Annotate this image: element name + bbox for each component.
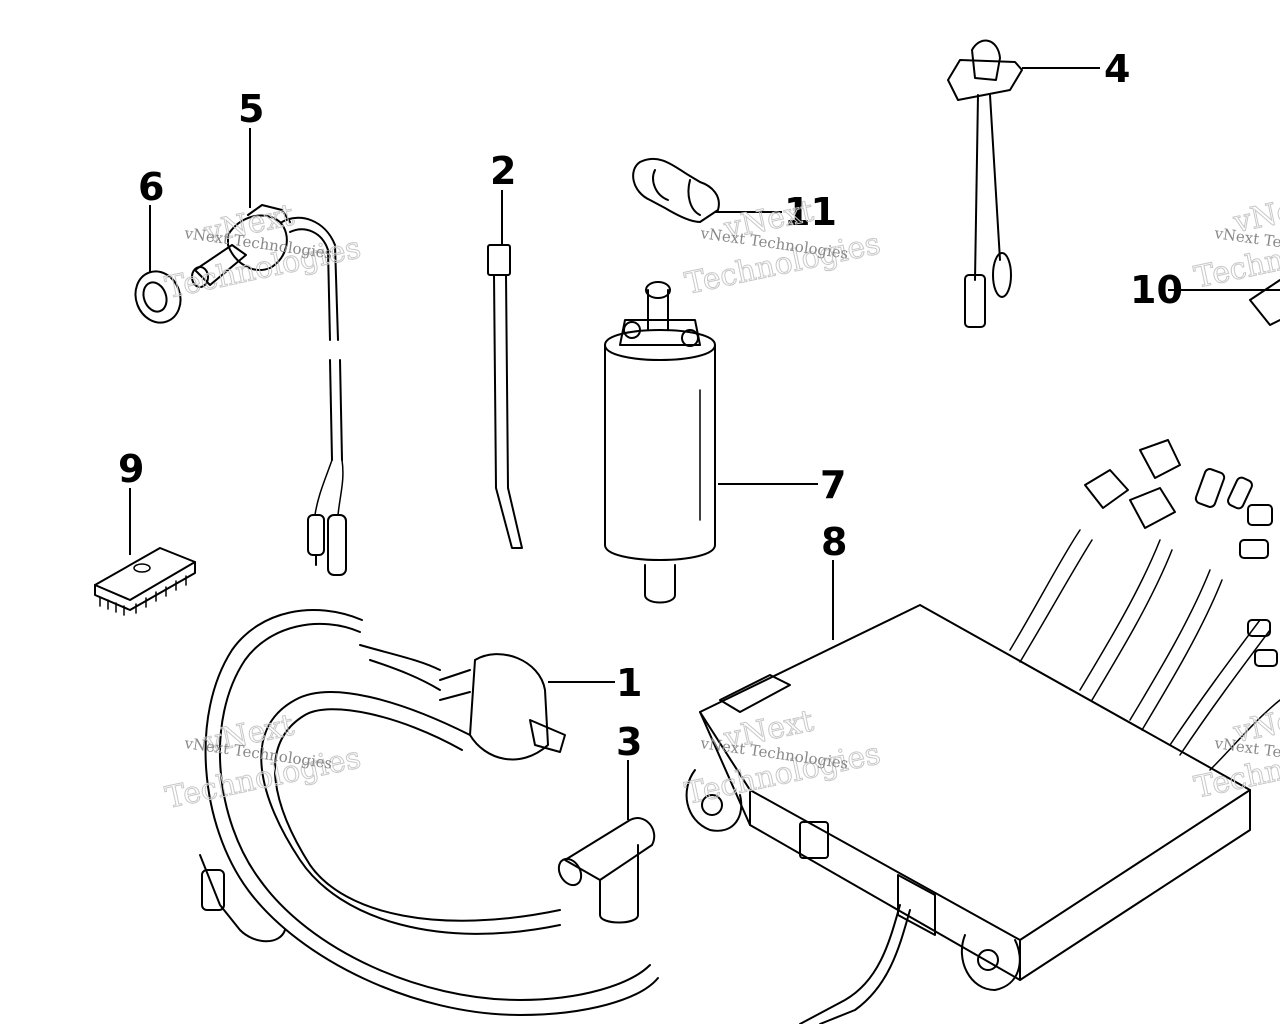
callout-labels: 5 6 2 11 4 10 9 7 8 1 3 [118, 47, 1183, 764]
part-10-partial [1249, 279, 1280, 326]
part-8-control-unit [685, 439, 1280, 1024]
part-6-washer [134, 270, 182, 324]
part-5-sensor [191, 204, 347, 576]
part-1-ignition-coil [199, 609, 659, 1016]
callout-10: 10 [1130, 268, 1183, 312]
callout-4: 4 [1104, 47, 1130, 91]
callout-8: 8 [821, 520, 847, 564]
callout-11: 11 [784, 190, 837, 234]
callout-9: 9 [118, 447, 144, 491]
part-2-cable-tie [487, 244, 523, 549]
part-3-plug-cap [557, 817, 656, 924]
part-7-fuel-pump [604, 281, 716, 604]
callout-2: 2 [490, 149, 516, 193]
leader-lines [129, 67, 1280, 820]
callout-3: 3 [616, 720, 642, 764]
callout-7: 7 [820, 463, 846, 507]
callout-5: 5 [238, 87, 264, 131]
part-9-chip [94, 547, 196, 616]
callout-6: 6 [138, 165, 164, 209]
callout-1: 1 [616, 661, 642, 705]
part-4-sensor [947, 39, 1023, 328]
part-11-clip [632, 157, 720, 223]
